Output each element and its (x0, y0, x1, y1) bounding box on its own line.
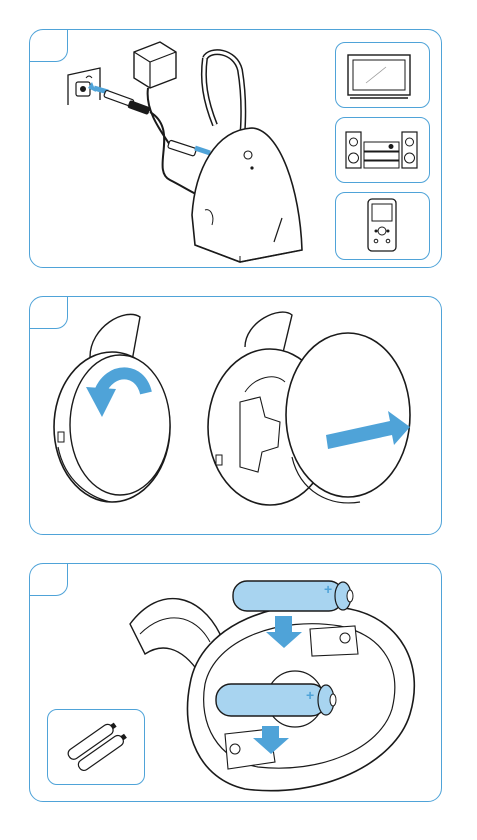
stereo-icon (336, 118, 428, 180)
device-tv-box (335, 42, 430, 108)
panel-connect (29, 29, 442, 268)
device-stereo-box (335, 117, 430, 183)
aaa-batteries-icon (48, 710, 144, 782)
device-mp3-box (335, 192, 430, 260)
open-earcup-illustration (30, 297, 442, 535)
battery-pair-box (47, 709, 145, 785)
panel-insert-batteries: + + (29, 563, 442, 802)
footer-strip (0, 834, 477, 840)
power-adapter-icon (134, 42, 176, 88)
headphone-left-icon (54, 314, 170, 502)
transmitter-base-icon (192, 128, 302, 262)
headphone-right-icon (208, 312, 410, 505)
svg-text:+: + (324, 581, 332, 597)
mp3-player-icon (336, 193, 428, 257)
svg-text:+: + (306, 687, 314, 703)
tv-icon (336, 43, 428, 105)
battery-top-icon: + (233, 581, 353, 611)
battery-bottom-icon: + (216, 684, 336, 716)
jack-plug-icon (104, 90, 151, 115)
panel-open-earcup (29, 296, 442, 535)
